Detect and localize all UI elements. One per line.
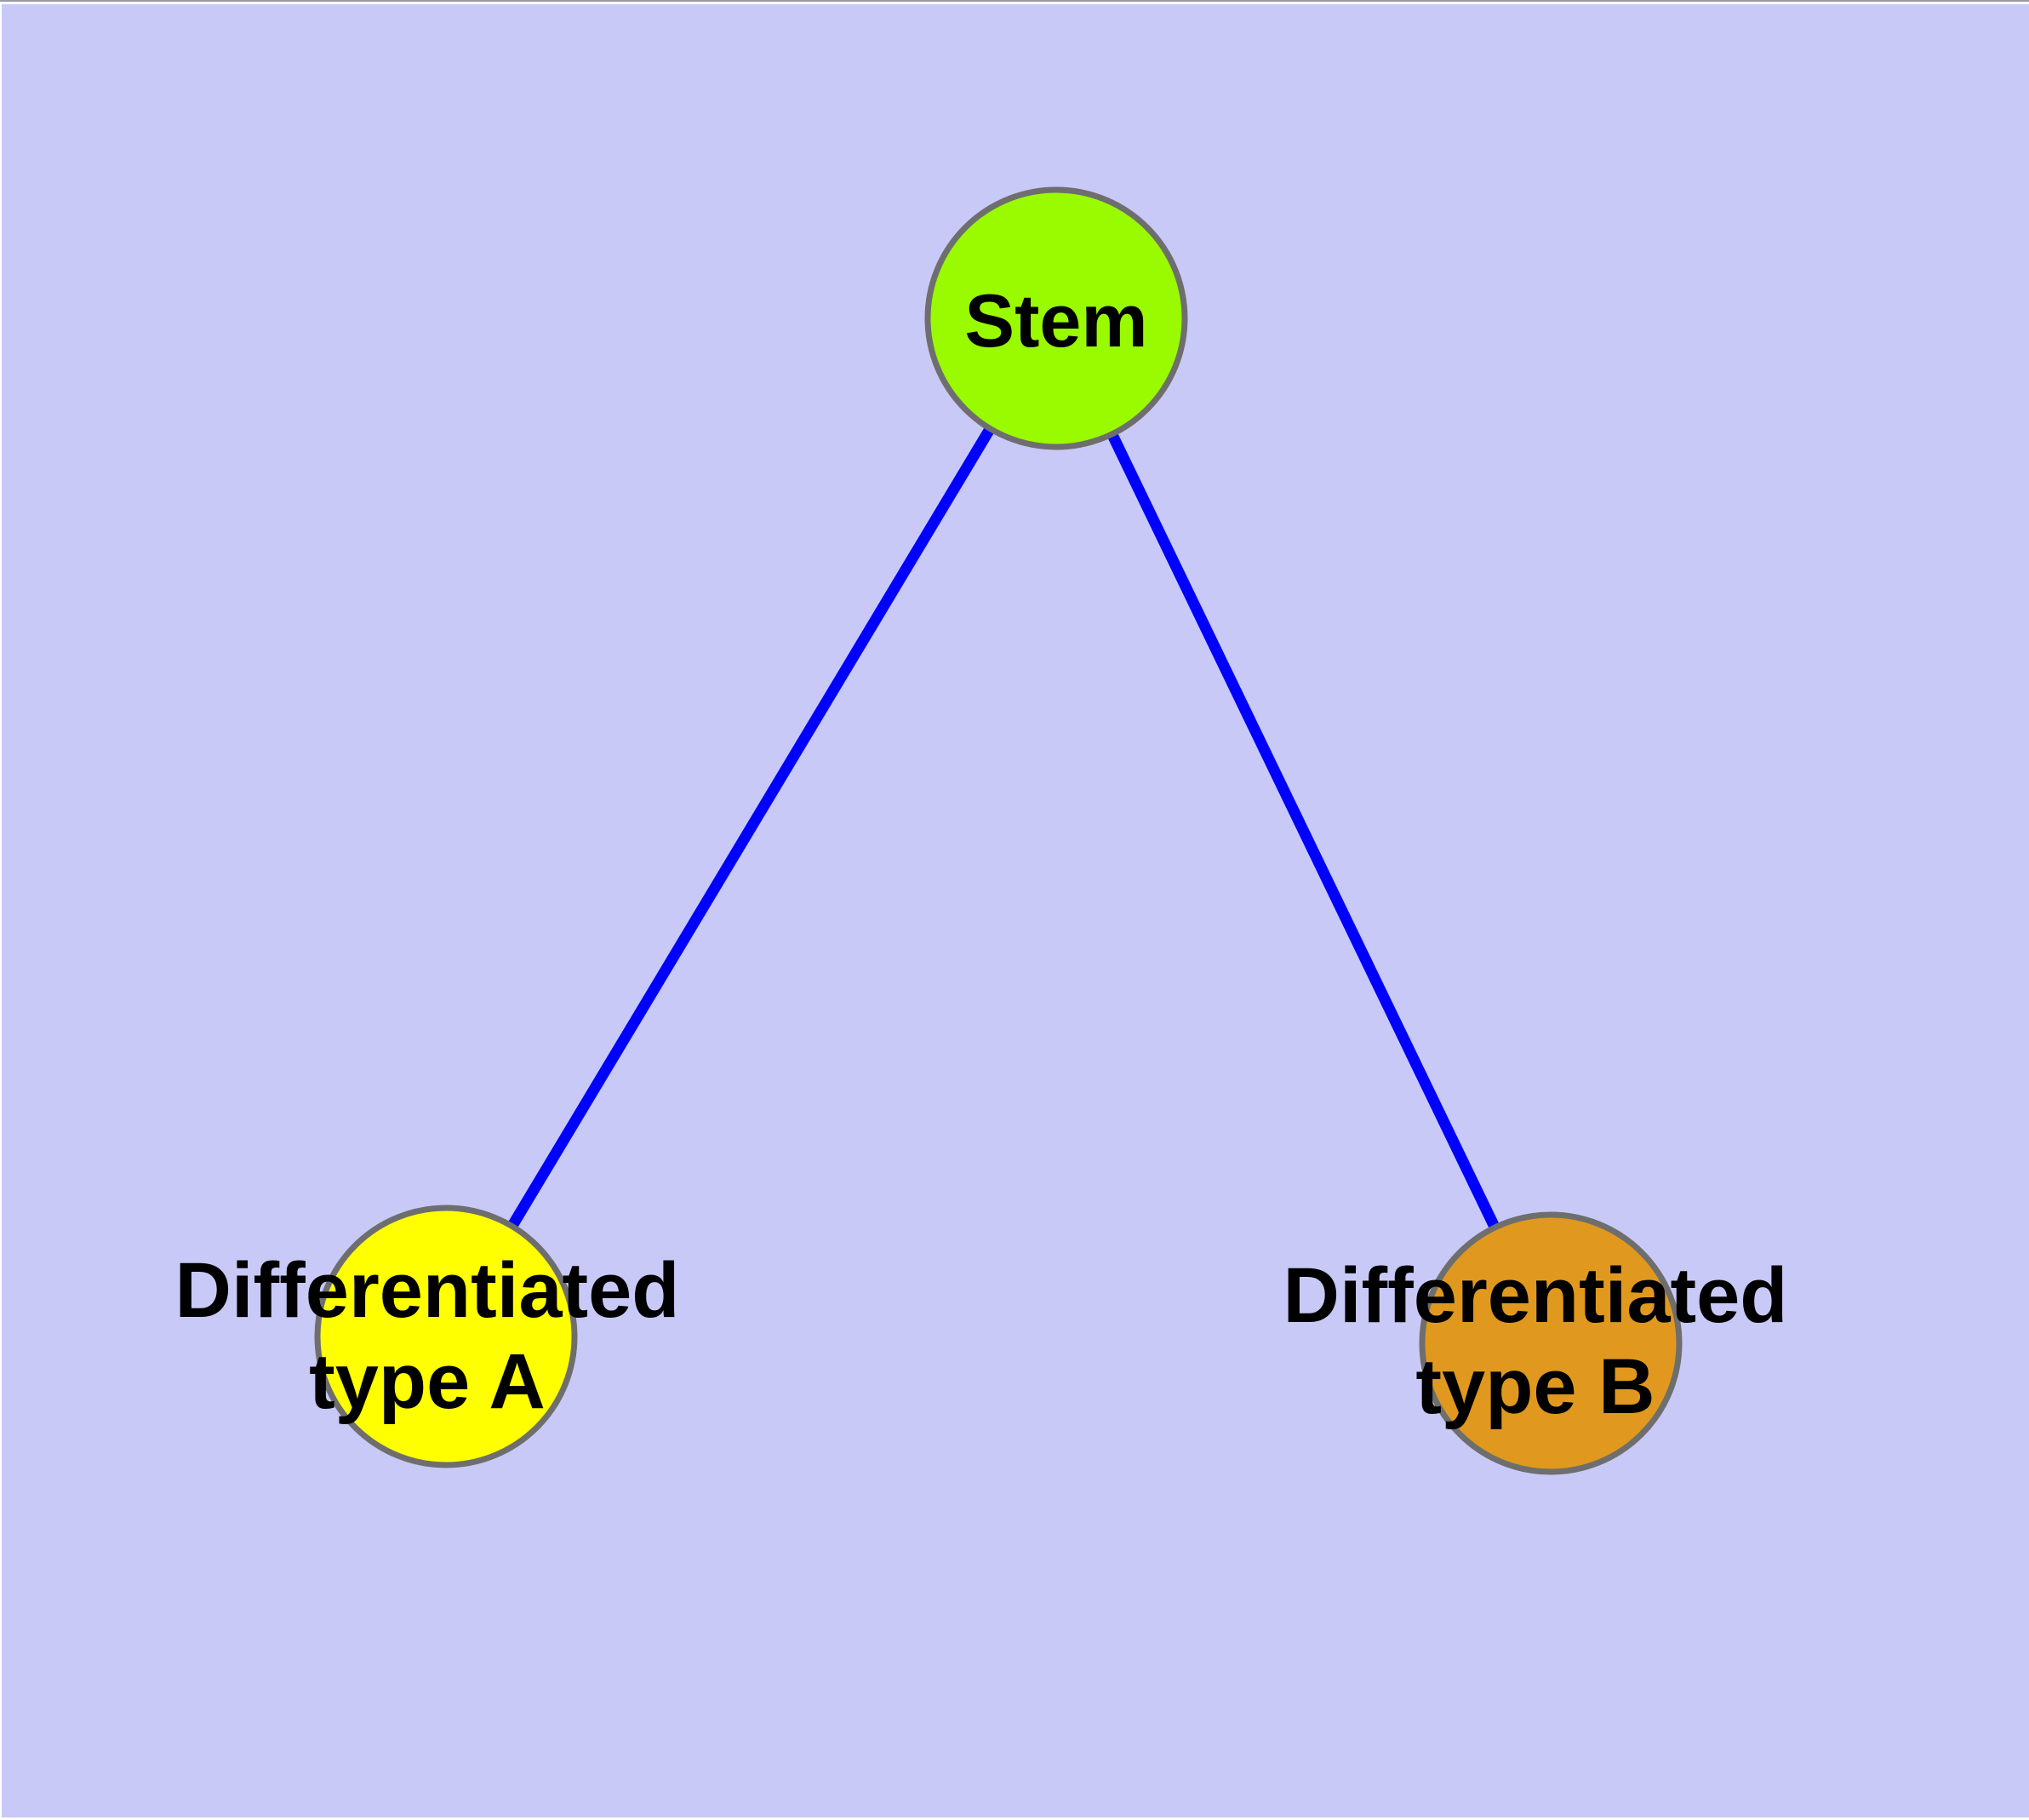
stem-node [924, 186, 1188, 450]
edge-stem-to-type-b [1051, 316, 1556, 1346]
top-edge-line [0, 0, 2029, 2]
type-a-node [314, 1205, 578, 1468]
edge-stem-to-type-a [441, 315, 1061, 1340]
type-b-node [1419, 1211, 1683, 1475]
